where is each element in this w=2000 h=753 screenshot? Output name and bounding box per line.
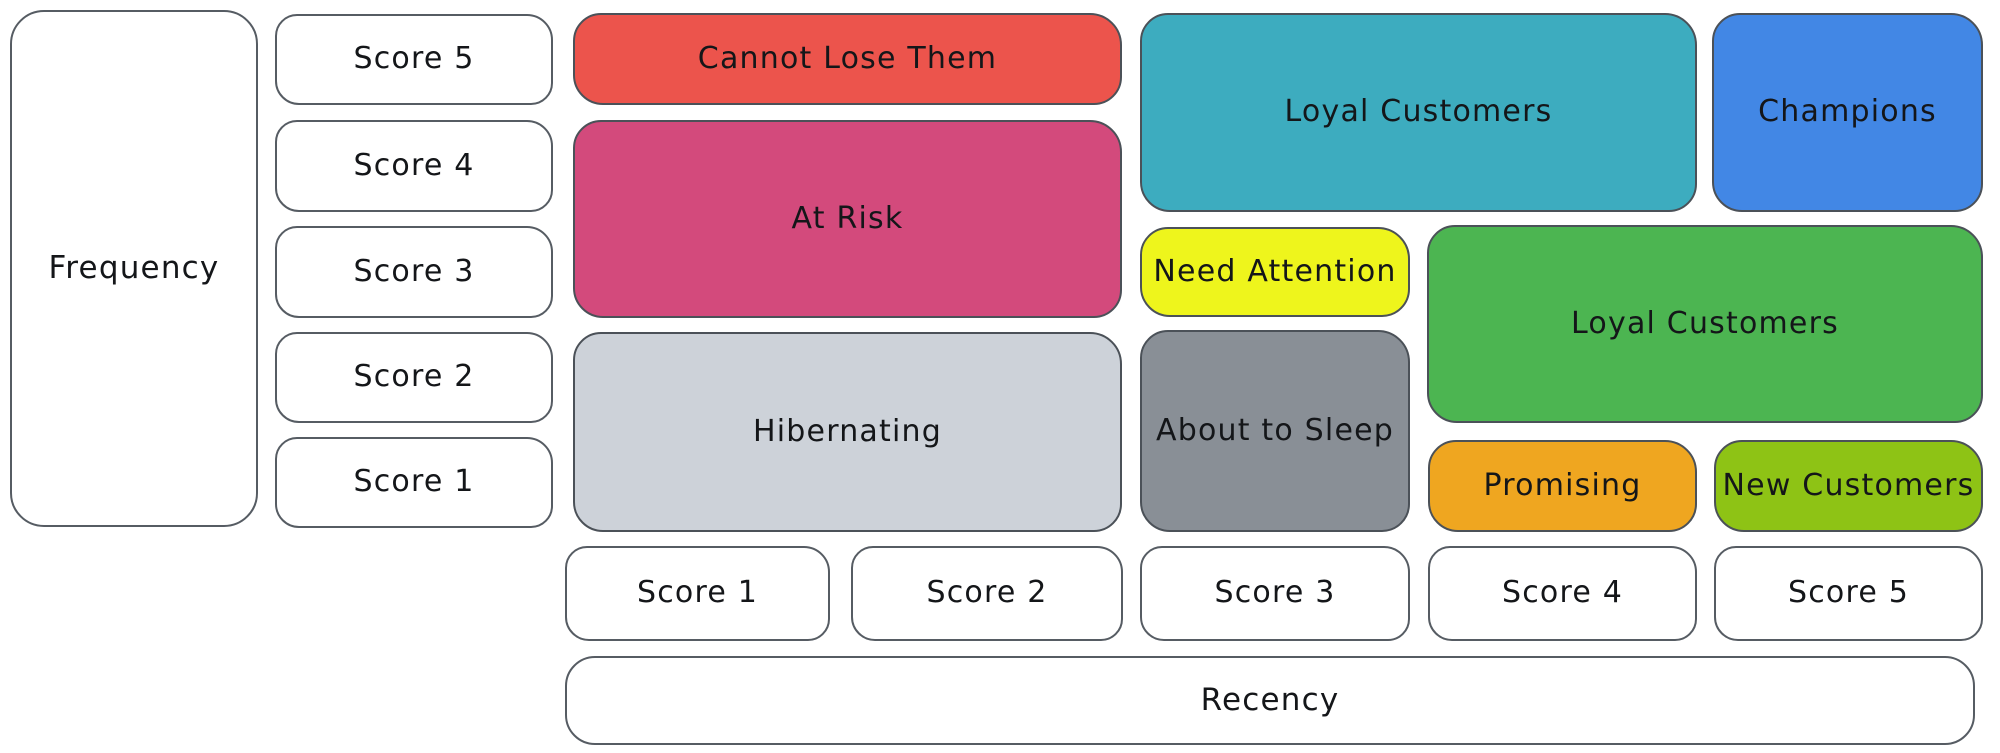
- segment-need-attention: Need Attention: [1140, 227, 1410, 317]
- recency-score-5-box: Score 5: [1714, 546, 1983, 641]
- frequency-score-1-box: Score 1: [275, 437, 553, 528]
- segment-loyal-customers-lower: Loyal Customers: [1427, 225, 1983, 423]
- frequency-score-5-box: Score 5: [275, 14, 553, 105]
- recency-score-3-box: Score 3: [1140, 546, 1410, 641]
- recency-axis-label-box: Recency: [565, 656, 1975, 745]
- frequency-score-4-box: Score 4: [275, 120, 553, 212]
- frequency-axis-label-box: Frequency: [10, 10, 258, 527]
- segment-promising: Promising: [1428, 440, 1697, 532]
- segment-about-to-sleep: About to Sleep: [1140, 330, 1410, 532]
- segment-cannot-lose-them: Cannot Lose Them: [573, 13, 1122, 105]
- segment-hibernating: Hibernating: [573, 332, 1122, 532]
- segment-new-customers: New Customers: [1714, 440, 1983, 532]
- frequency-score-3-box: Score 3: [275, 226, 553, 318]
- frequency-score-2-box: Score 2: [275, 332, 553, 423]
- recency-score-1-box: Score 1: [565, 546, 830, 641]
- recency-score-2-box: Score 2: [851, 546, 1123, 641]
- segment-champions: Champions: [1712, 13, 1983, 212]
- segment-at-risk: At Risk: [573, 120, 1122, 318]
- segment-loyal-customers-upper: Loyal Customers: [1140, 13, 1697, 212]
- recency-score-4-box: Score 4: [1428, 546, 1697, 641]
